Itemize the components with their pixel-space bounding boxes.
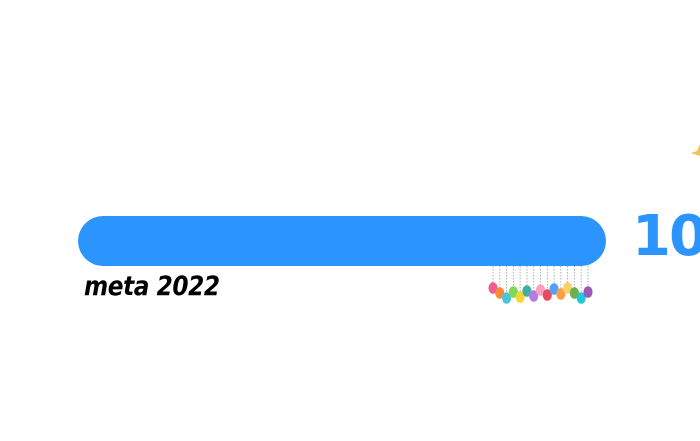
goal-caption: meta 2022: [84, 271, 220, 302]
balloon: [556, 288, 566, 300]
balloon: [529, 290, 539, 302]
balloon: [522, 285, 532, 297]
balloon: [535, 284, 546, 296]
balloon: [495, 287, 505, 299]
balloon: [501, 292, 512, 304]
balloon: [583, 286, 593, 298]
balloon: [563, 282, 573, 294]
progress-bar: [78, 216, 606, 266]
balloon: [508, 286, 518, 298]
sparkle-icon: [691, 144, 700, 156]
hanging-balloons-icon: [488, 266, 593, 304]
progress-fill: [78, 216, 606, 266]
balloon: [515, 291, 525, 303]
balloon: [488, 282, 498, 294]
progress-value: 10: [632, 204, 700, 269]
balloon: [576, 292, 586, 304]
balloon: [569, 287, 580, 299]
balloon: [549, 283, 559, 295]
balloon: [542, 289, 552, 301]
